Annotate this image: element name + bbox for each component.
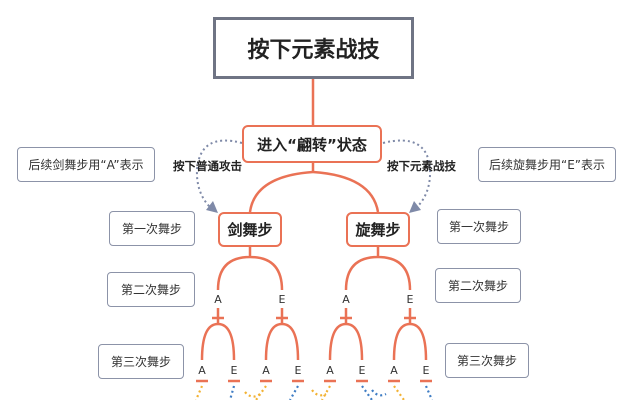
leaf-level3-3: A [262, 364, 270, 377]
leaf-level3-4: E [294, 364, 302, 377]
spin-dance-step-box: 旋舞步 [346, 212, 410, 247]
connector-branch-right [312, 170, 380, 213]
sword-dance-step-text: 剑舞步 [227, 221, 273, 239]
dashed-arrow-left [195, 139, 243, 211]
leaf-level3-5: A [326, 364, 334, 377]
leaf-level3-2: E [230, 364, 238, 377]
note-right-first-step: 第一次舞步 [437, 209, 521, 244]
note-left-third-step: 第三次舞步 [98, 344, 184, 379]
leaf-level2-a-right: A [342, 293, 350, 306]
connector-branch-left [248, 170, 314, 213]
left-edge-label: 按下普通攻击 [173, 159, 242, 173]
arrowhead-right [409, 201, 421, 213]
note-right-legend-text: 后续旋舞步用“E”表示 [488, 158, 606, 172]
note-left-legend: 后续剑舞步用“A”表示 [17, 147, 155, 182]
note-left-second-step: 第二次舞步 [107, 272, 195, 307]
level3-connectors [196, 308, 432, 383]
right-edge-label: 按下元素战技 [387, 159, 456, 173]
connector-right-level2 [344, 247, 412, 291]
note-left-third-step-text: 第三次舞步 [110, 355, 171, 369]
leaf-level2-e-right: E [406, 293, 414, 306]
note-left-legend-text: 后续剑舞步用“A”表示 [28, 158, 144, 172]
note-right-third-step: 第三次舞步 [445, 343, 529, 378]
note-left-first-step: 第一次舞步 [109, 211, 195, 246]
connector-left-level2 [216, 247, 284, 291]
main-state-text: 进入“翩转”状态 [257, 135, 367, 154]
arrowhead-left [206, 201, 218, 213]
main-state-box: 进入“翩转”状态 [242, 125, 382, 163]
leaf-level3-1: A [198, 364, 206, 377]
leaf-level2-e-left: E [278, 293, 286, 306]
note-left-second-step-text: 第二次舞步 [120, 283, 181, 297]
dotted-tails [194, 385, 434, 400]
spin-dance-step-text: 旋舞步 [355, 221, 401, 239]
note-right-legend: 后续旋舞步用“E”表示 [478, 147, 616, 182]
note-right-second-step: 第二次舞步 [435, 268, 521, 303]
note-left-first-step-text: 第一次舞步 [121, 222, 182, 236]
leaf-level3-6: E [358, 364, 366, 377]
leaf-level3-7: A [390, 364, 398, 377]
dashed-arrow-right [382, 139, 432, 211]
note-right-first-step-text: 第一次舞步 [448, 220, 509, 234]
note-right-third-step-text: 第三次舞步 [456, 354, 517, 368]
leaf-level3-8: E [422, 364, 430, 377]
title-text: 按下元素战技 [247, 38, 380, 63]
sword-dance-step-box: 剑舞步 [218, 212, 282, 247]
leaf-level2-a-left: A [214, 293, 222, 306]
note-right-second-step-text: 第二次舞步 [447, 279, 508, 293]
title-box: 按下元素战技 [213, 17, 414, 79]
